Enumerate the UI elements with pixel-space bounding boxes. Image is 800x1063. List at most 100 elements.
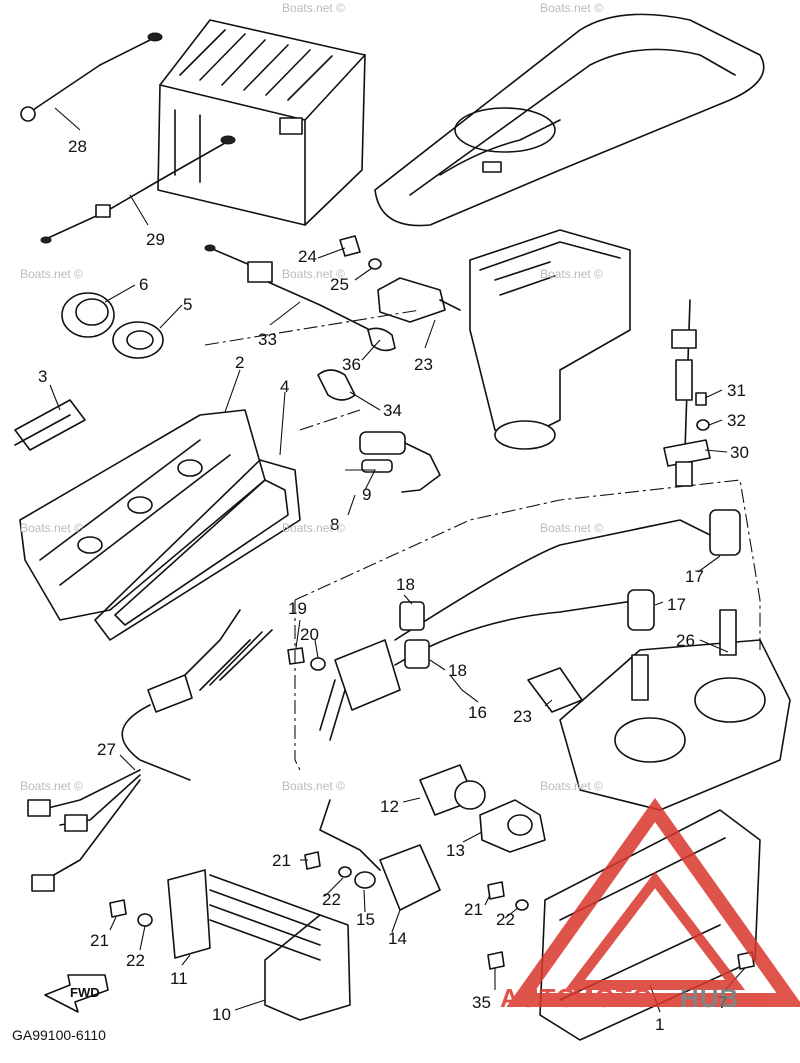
svg-text:Boats.net ©: Boats.net © (20, 521, 83, 535)
watercraft-hull (374, 13, 765, 227)
callout-5: 5 (183, 295, 192, 314)
sensor-assembly-30 (663, 299, 711, 487)
air-intake-box (469, 229, 631, 450)
svg-text:Boats.net ©: Boats.net © (282, 779, 345, 793)
svg-text:Boats.net ©: Boats.net © (282, 521, 345, 535)
bracket-11 (167, 869, 211, 959)
callout-32: 32 (727, 411, 746, 430)
svg-text:Boats.net ©: Boats.net © (20, 267, 83, 281)
logo-text-auto: AUTO (500, 983, 577, 1013)
group-outline (204, 309, 761, 771)
band-34 (317, 369, 356, 401)
callout-16: 16 (468, 703, 487, 722)
washer-25 (368, 258, 382, 270)
callout-18: 18 (396, 575, 415, 594)
cap-6 (61, 292, 115, 338)
svg-text:Boats.net ©: Boats.net © (540, 1, 603, 15)
callout-22: 22 (322, 890, 341, 909)
plug-cap-18 (399, 601, 430, 669)
callout-12: 12 (380, 797, 399, 816)
callout-21: 21 (90, 931, 109, 950)
callout-22: 22 (126, 951, 145, 970)
screw-31 (695, 392, 707, 406)
callout-23: 23 (414, 355, 433, 374)
callout-10: 10 (212, 1005, 231, 1024)
logo-inner-triangle-icon (564, 871, 746, 990)
ignition-coil-16 (319, 639, 401, 741)
logo-text-hub: HUB (680, 983, 739, 1013)
callout-17: 17 (667, 595, 686, 614)
rectifier-14 (319, 799, 441, 911)
spark-plug-26 (631, 609, 737, 701)
svg-text:Boats.net ©: Boats.net © (282, 267, 345, 281)
callout-24: 24 (298, 247, 317, 266)
callout-1: 1 (655, 1015, 664, 1034)
bolt-24 (339, 235, 361, 257)
sensor-23 (377, 277, 461, 323)
callout-3: 3 (38, 367, 47, 386)
clip-36 (367, 327, 396, 352)
bracket-23 (527, 667, 583, 713)
gasket-5 (112, 321, 164, 359)
svg-text:Boats.net ©: Boats.net © (540, 779, 603, 793)
callout-26: 26 (676, 631, 695, 650)
callout-36: 36 (342, 355, 361, 374)
callout-20: 20 (300, 625, 319, 644)
cover-3 (14, 399, 86, 451)
holder-13 (479, 799, 546, 853)
callout-9: 9 (362, 485, 371, 504)
bolt-19 (287, 647, 305, 665)
wire-harness-27 (27, 609, 273, 892)
callout-leaders (49, 107, 746, 1013)
battery (157, 19, 366, 226)
bolt-21 (109, 851, 505, 918)
callout-29: 29 (146, 230, 165, 249)
diagram-code: GA99100-6110 (12, 1027, 106, 1043)
forward-arrow-icon: FWD (44, 974, 109, 1013)
watermarks: Boats.net © Boats.net © Boats.net © Boat… (20, 1, 603, 793)
starter-relay-12 (419, 764, 486, 816)
callout-6: 6 (139, 275, 148, 294)
cylinder-head (559, 639, 791, 811)
callout-15: 15 (356, 910, 375, 929)
washer-32 (696, 419, 710, 431)
gasket-4 (94, 459, 301, 641)
callout-4: 4 (280, 377, 289, 396)
callout-23: 23 (513, 707, 532, 726)
battery-cable-28 (20, 32, 163, 122)
fwd-label: FWD (70, 985, 100, 1000)
bolt-35 (487, 951, 755, 970)
callout-30: 30 (730, 443, 749, 462)
callout-21: 21 (272, 851, 291, 870)
automotohub-logo: AUTO MOTO HUB (500, 797, 800, 1013)
callout-35: 35 (472, 993, 491, 1012)
clamp-15 (354, 871, 376, 889)
callout-27: 27 (97, 740, 116, 759)
callout-34: 34 (383, 401, 402, 420)
callout-22: 22 (496, 910, 515, 929)
callout-2: 2 (235, 353, 244, 372)
svg-text:Boats.net ©: Boats.net © (540, 521, 603, 535)
battery-cable-29 (40, 135, 236, 244)
svg-text:Boats.net ©: Boats.net © (20, 779, 83, 793)
fuse-holder-8 (359, 431, 441, 493)
callout-28: 28 (68, 137, 87, 156)
callout-11: 11 (170, 969, 188, 988)
cover-2 (19, 409, 266, 621)
callout-31: 31 (727, 381, 746, 400)
callout-21: 21 (464, 900, 483, 919)
callout-14: 14 (388, 929, 407, 948)
callout-33: 33 (258, 330, 277, 349)
callout-13: 13 (446, 841, 465, 860)
wire-lead-33 (204, 244, 371, 331)
svg-text:Boats.net ©: Boats.net © (282, 1, 345, 15)
logo-text-moto: MOTO (572, 983, 654, 1013)
callout-19: 19 (288, 599, 307, 618)
callout-labels: 28 29 24 25 6 5 33 23 36 3 2 4 34 31 32 … (38, 137, 749, 1034)
cdi-unit-10 (209, 874, 351, 1021)
callout-18: 18 (448, 661, 467, 680)
logo-triangle-icon (506, 797, 800, 1007)
svg-text:Boats.net ©: Boats.net © (540, 267, 603, 281)
callout-17: 17 (685, 567, 704, 586)
